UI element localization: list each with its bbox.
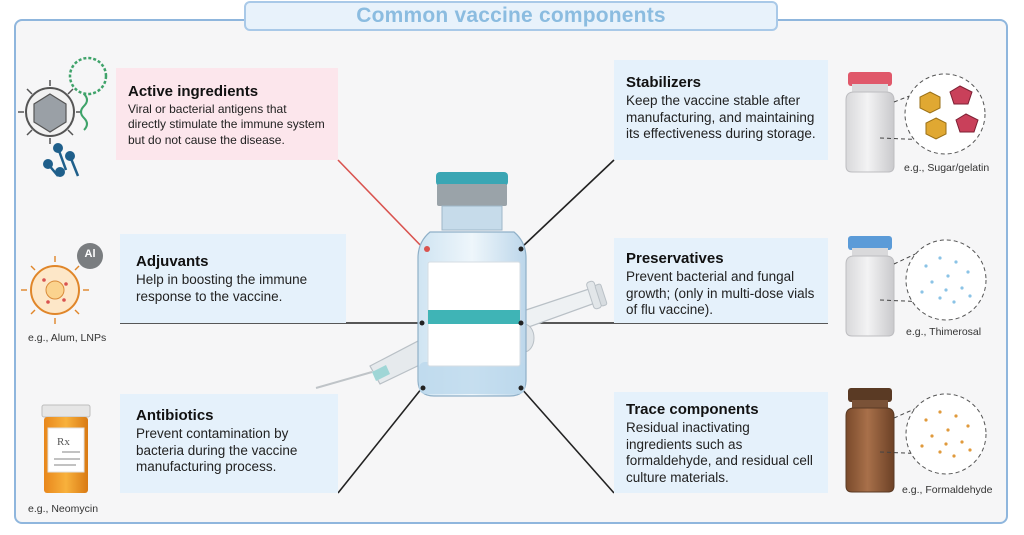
card-preservatives: Preservatives Prevent bacterial and fung…: [614, 238, 828, 323]
antibiotics-heading: Antibiotics: [136, 407, 214, 424]
preservatives-text: Prevent bacterial and fungal growth; (on…: [626, 269, 815, 317]
aluminium-badge: Al: [84, 248, 96, 260]
connector-active: [337, 159, 426, 251]
card-active-ingredients: Active ingredients Viral or bacterial an…: [116, 68, 338, 160]
rx-label: Rx: [57, 436, 70, 448]
stabilizer-bottle-illustration: [845, 72, 986, 173]
connector-trace: [520, 387, 615, 494]
adjuvants-heading: Adjuvants: [136, 253, 209, 270]
adjuvants-example: e.g., Alum, LNPs: [28, 332, 107, 344]
trace-bottle-illustration: [845, 388, 987, 493]
preservatives-example: e.g., Thimerosal: [906, 326, 982, 338]
preservatives-heading: Preservatives: [626, 250, 724, 267]
preservative-bottle-illustration: [845, 236, 987, 337]
virus-antigen-illustration: [18, 56, 108, 177]
card-trace-components: Trace components Residual inactivating i…: [614, 392, 828, 493]
trace-components-text: Residual inactivating ingredients such a…: [626, 420, 813, 485]
connector-antibiotics: [337, 387, 423, 494]
connector-stabilizers: [520, 159, 615, 249]
stabilizers-example: e.g., Sugar/gelatin: [904, 162, 990, 174]
connector-lines: [120, 159, 828, 494]
card-stabilizers: Stabilizers Keep the vaccine stable afte…: [614, 60, 828, 160]
antibiotics-text: Prevent contamination by bacteria during…: [136, 426, 298, 474]
trace-components-example: e.g., Formaldehyde: [902, 484, 993, 496]
pill-bottle-illustration: [41, 404, 91, 493]
diagram-title: Common vaccine components: [356, 4, 666, 27]
title-banner: Common vaccine components: [244, 1, 778, 31]
stabilizers-heading: Stabilizers: [626, 74, 702, 91]
vaccine-vial-illustration: [417, 172, 527, 397]
syringe-illustration: [315, 280, 608, 389]
card-adjuvants: Adjuvants Help in boosting the immune re…: [120, 234, 346, 323]
antibiotics-example: e.g., Neomycin: [28, 503, 99, 515]
adjuvants-text: Help in boosting the immune response to …: [136, 272, 308, 304]
active-ingredients-heading: Active ingredients: [128, 83, 259, 100]
active-ingredients-text: Viral or bacterial antigens that directl…: [128, 102, 325, 147]
adjuvant-particle-illustration: [21, 243, 103, 324]
stabilizers-text: Keep the vaccine stable after manufactur…: [626, 93, 816, 141]
card-antibiotics: Antibiotics Prevent contamination by bac…: [120, 394, 338, 493]
trace-components-heading: Trace components: [626, 401, 759, 418]
